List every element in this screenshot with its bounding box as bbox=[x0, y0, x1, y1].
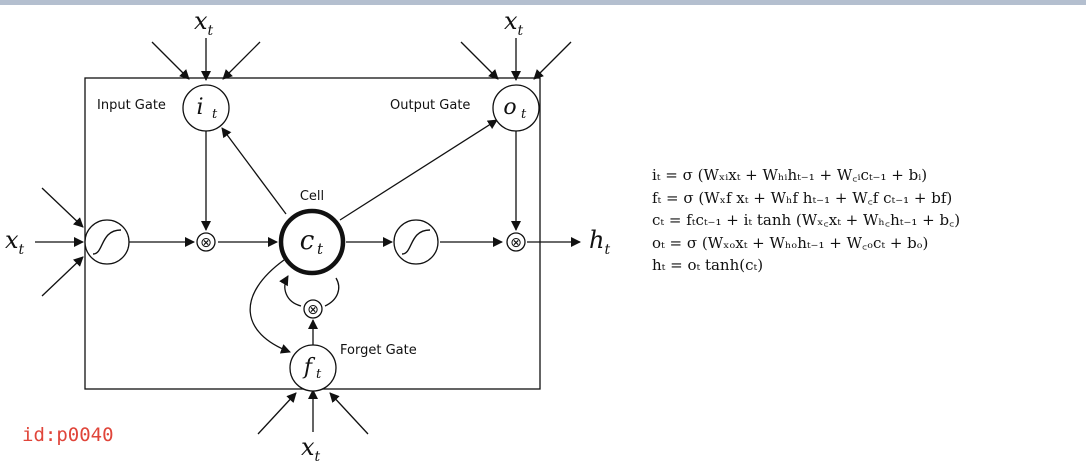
cell-recurrent-return bbox=[324, 277, 340, 307]
equation-cell: cₜ = fₜcₜ₋₁ + iₜ tanh (Wₓ꜀xₜ + Wₕ꜀hₜ₋₁ +… bbox=[652, 211, 961, 229]
equation-output-gate: oₜ = σ (Wₓₒxₜ + Wₕₒhₜ₋₁ + W꜀ₒcₜ + bₒ) bbox=[652, 233, 929, 252]
cell-to-input-gate bbox=[221, 127, 287, 215]
sigmoid-icon bbox=[401, 229, 431, 255]
cell-subscript: t bbox=[317, 240, 324, 258]
input-x-bottom: xt bbox=[301, 433, 321, 465]
input-gate-subscript: t bbox=[212, 107, 218, 122]
equation-forget-gate: fₜ = σ (Wₓf xₜ + Wₕf hₜ₋₁ + W꜀f cₜ₋₁ + b… bbox=[652, 188, 953, 207]
cell-node bbox=[278, 208, 346, 276]
equation-hidden: hₜ = oₜ tanh(cₜ) bbox=[652, 256, 764, 274]
cell-to-output-gate bbox=[339, 119, 498, 221]
cell-symbol: c bbox=[300, 226, 315, 256]
output-squash-node bbox=[393, 219, 439, 265]
input-gate-node bbox=[182, 84, 230, 132]
lstm-equations: iₜ = σ (Wₓᵢxₜ + Wₕᵢhₜ₋₁ + W꜀ᵢcₜ₋₁ + bᵢ) … bbox=[652, 164, 960, 277]
input-x-top-right: xt bbox=[504, 7, 524, 39]
input-multiply-glyph: ⊗ bbox=[200, 235, 212, 251]
output-gate-node bbox=[492, 84, 540, 132]
output-gate-label: Output Gate bbox=[390, 98, 470, 113]
output-gate-symbol: o bbox=[503, 95, 516, 120]
output-gate-arrow-left bbox=[460, 41, 499, 80]
input-gate-arrow-right bbox=[222, 41, 261, 80]
page-id-label: id:p0040 bbox=[22, 424, 114, 446]
output-gate-arrow-right bbox=[533, 41, 572, 80]
forget-gate-label: Forget Gate bbox=[340, 343, 417, 358]
output-gate-subscript: t bbox=[521, 107, 527, 122]
input-x-left: xt bbox=[5, 226, 25, 258]
input-x-top-left: xt bbox=[194, 7, 214, 39]
cell-input-arrow-top bbox=[41, 187, 84, 228]
cell-label: Cell bbox=[300, 189, 324, 204]
forget-multiply-glyph: ⊗ bbox=[307, 302, 319, 318]
input-gate-label: Input Gate bbox=[97, 98, 166, 113]
output-multiply-node bbox=[506, 232, 526, 252]
input-gate-arrow-left bbox=[151, 41, 190, 80]
sigmoid-icon bbox=[92, 229, 122, 255]
cell-input-arrow-bottom bbox=[41, 256, 84, 297]
forget-gate-node bbox=[289, 344, 337, 392]
forget-gate-arrow-left bbox=[257, 392, 297, 435]
output-multiply-glyph: ⊗ bbox=[510, 235, 522, 251]
top-band bbox=[0, 0, 1086, 5]
forget-multiply-node bbox=[303, 299, 323, 319]
input-squash-node bbox=[84, 219, 130, 265]
forget-gate-arrow-right bbox=[329, 392, 369, 435]
output-h: ht bbox=[589, 226, 610, 258]
cell-recurrent-curve bbox=[249, 259, 291, 354]
input-multiply-node bbox=[196, 232, 216, 252]
forget-gate-subscript: t bbox=[316, 367, 322, 382]
equation-input-gate: iₜ = σ (Wₓᵢxₜ + Wₕᵢhₜ₋₁ + W꜀ᵢcₜ₋₁ + bᵢ) bbox=[652, 166, 928, 184]
input-gate-symbol: i bbox=[196, 95, 203, 120]
mult-to-cell-feedback bbox=[279, 275, 302, 307]
